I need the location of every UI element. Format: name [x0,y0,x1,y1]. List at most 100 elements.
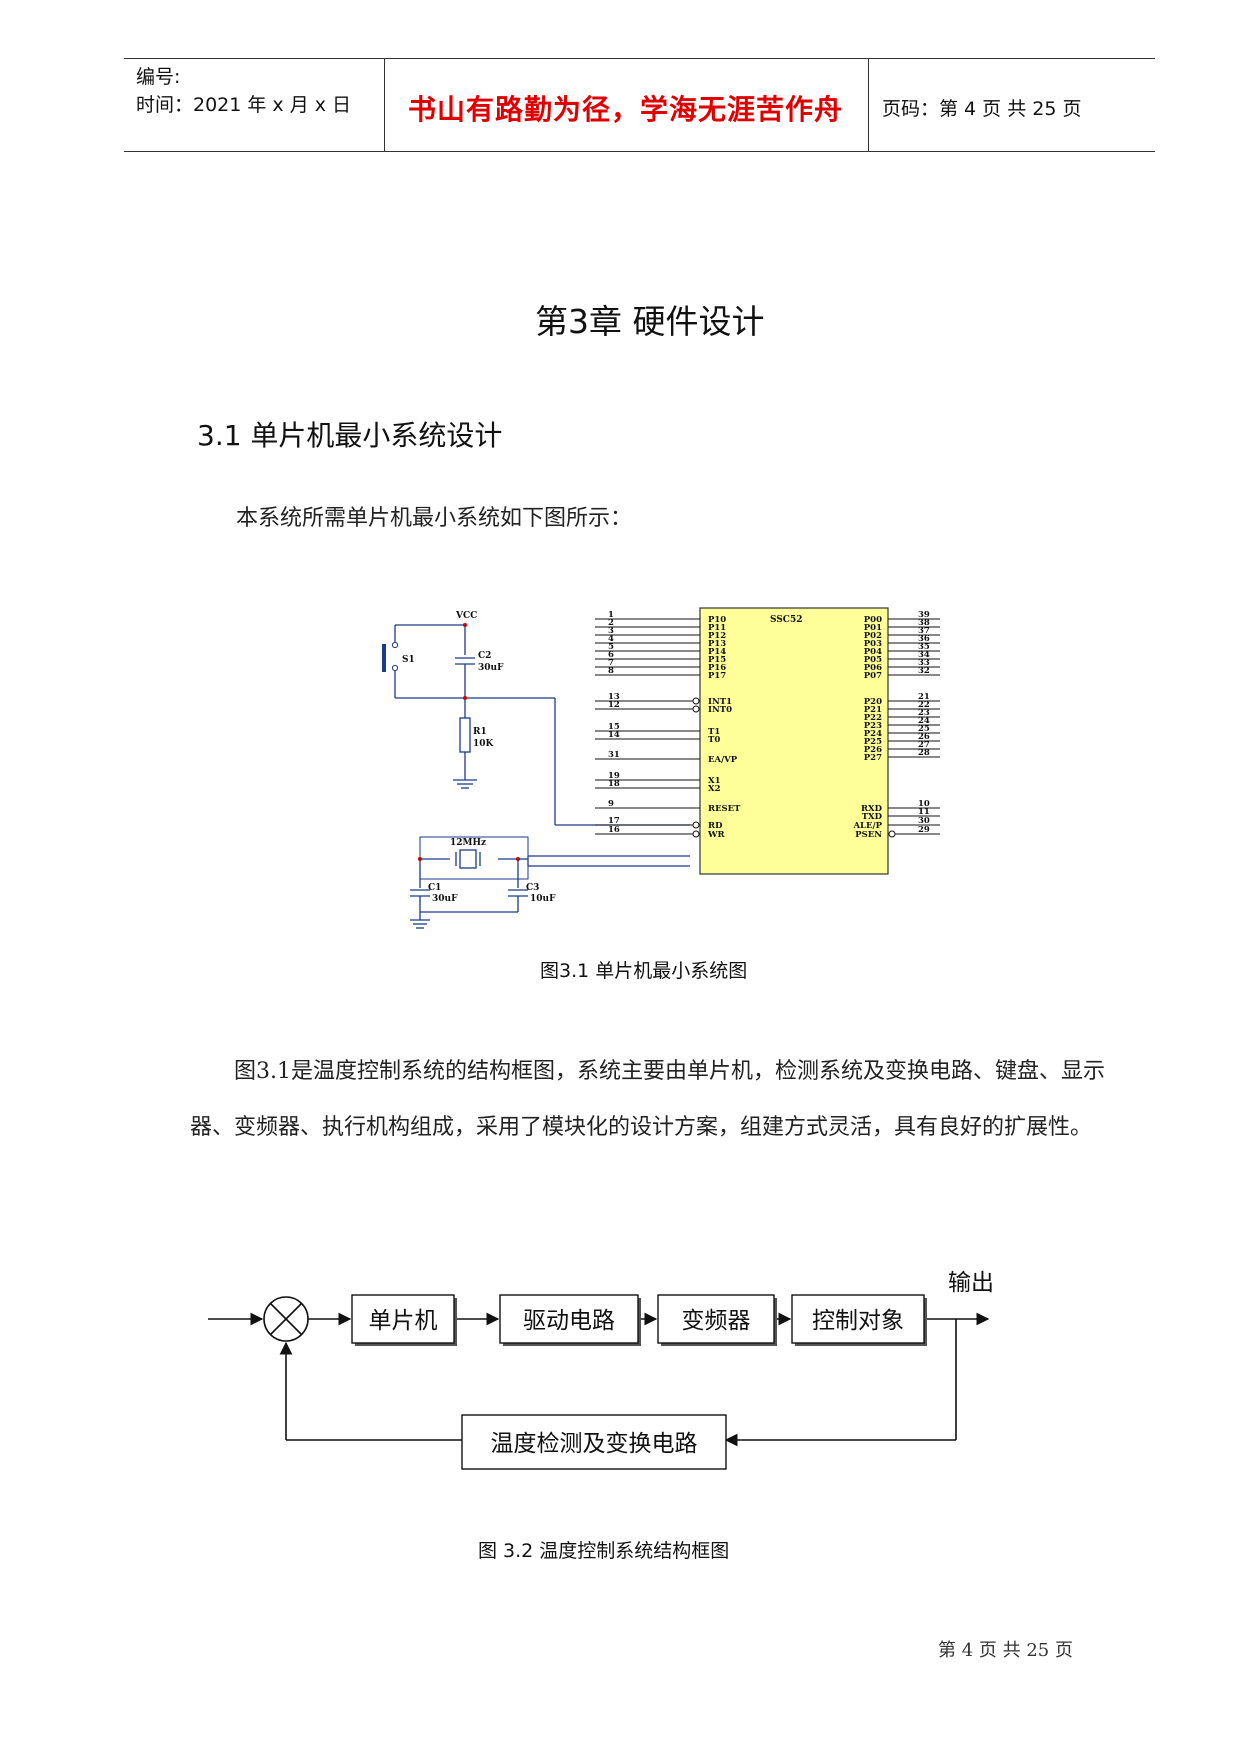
section-title: 3.1 单片机最小系统设计 [197,419,503,452]
pin-number: 16 [608,825,620,835]
block-driver [499,1294,639,1344]
pin-bubble [692,705,700,713]
pin-name: TXD [862,812,883,822]
pin-name: P20 [864,697,882,707]
pin-number: 13 [608,692,620,702]
pin-number: 17 [608,816,620,826]
block-mcu [351,1294,455,1344]
pin-name: P01 [864,623,882,633]
output-label: 输出 [948,1270,994,1296]
pin-number: 10 [918,799,930,809]
pin-number: 5 [608,642,614,652]
pin-name: P21 [864,705,882,715]
pin-name: WR [707,830,726,840]
page-footer: 第 4 页 共 25 页 [938,1640,1073,1661]
pin-name: P07 [864,671,882,681]
pin-name: P16 [708,663,726,673]
pin-number: 26 [918,732,930,742]
c3-label: C3 [526,883,539,893]
header-divider-1 [384,58,385,152]
pin-bubble [692,821,700,829]
pin-number: 25 [918,724,930,734]
figure2-caption: 图 3.2 温度控制系统结构框图 [478,1540,730,1562]
pin-bubble [692,697,700,705]
pin-number: 22 [918,700,930,710]
block-feedback [461,1414,727,1470]
figure1-caption: 图3.1 单片机最小系统图 [540,960,748,982]
pin-name: P26 [864,745,882,755]
switch-label: S1 [402,655,415,665]
pin-number: 32 [918,666,930,676]
header-bottom-rule [124,151,1155,152]
pin-number: 31 [608,750,620,760]
header-motto: 书山有路勤为径，学海无涯苦作舟 [408,93,844,126]
pin-number: 8 [608,666,614,676]
pin-number: 36 [918,634,930,644]
block-driver-label: 驱动电路 [523,1308,615,1334]
pin-name: P00 [864,615,882,625]
block-inverter-label: 变频器 [682,1308,751,1334]
pin-name: RESET [708,804,741,814]
pin-name: P04 [864,647,882,657]
header-divider-2 [868,58,869,152]
block-feedback-label: 温度检测及变换电路 [491,1431,698,1457]
pin-name: P17 [708,671,726,681]
pin-name: P10 [708,615,726,625]
pin-name: P24 [864,729,882,739]
pin-number: 19 [608,771,620,781]
pin-number: 6 [608,650,614,660]
chapter-title: 第3章 硬件设计 [535,302,765,341]
pin-name: X2 [708,784,721,794]
pin-name: P25 [864,737,882,747]
pin-name: P12 [708,631,726,641]
pin-number: 30 [918,816,930,826]
pin-number: 39 [918,610,930,620]
pin-name: P06 [864,663,882,673]
pin-name: P14 [708,647,726,657]
pin-number: 28 [918,748,930,758]
r1-value: 10K [473,739,495,749]
control-block-diagram: 单片机 驱动电路 变频器 控制对象 温度检测及变换电路 输出 [208,1270,994,1470]
pin-number: 4 [608,634,614,644]
pin-name: ALE/P [852,821,882,831]
pin-number: 33 [918,658,930,668]
pin-number: 38 [918,618,930,628]
pin-name: EA/VP [708,755,738,765]
block-mcu-label: 单片机 [369,1308,438,1334]
mcu-chip [699,607,889,875]
pin-name: P03 [864,639,882,649]
pin-name: P23 [864,721,882,731]
pin-name: P27 [864,753,882,763]
pin-name: P02 [864,631,882,641]
crystal-label: 12MHz [450,838,486,848]
c2-label: C2 [478,651,491,661]
header-time-label: 时间：2021 年 x 月 x 日 [136,94,352,116]
block-plant [791,1294,925,1344]
pin-name: P22 [864,713,882,723]
c1-label: C1 [428,883,441,893]
pin-bubble [888,830,896,838]
c1-value: 30uF [432,894,458,904]
pin-number: 35 [918,642,930,652]
pin-number: 7 [608,658,614,668]
header-page-info: 页码：第 4 页 共 25 页 [882,98,1082,120]
pin-number: 23 [918,708,930,718]
header-number-label: 编号: [136,66,181,88]
pin-number: 9 [608,799,614,809]
pin-number: 27 [918,740,930,750]
mcu-schematic: VCC S1 C2 30uF R1 10K 12MHz C1 30uF C3 1… [382,607,940,929]
pin-name: INT1 [708,697,732,707]
block-inverter [657,1294,775,1344]
pin-number: 15 [608,722,620,732]
chip-name: SSC52 [770,615,803,625]
pin-name: RD [708,821,723,831]
pin-name: P05 [864,655,882,665]
pin-name: T1 [708,727,720,737]
pin-name: P11 [708,623,726,633]
pin-name: T0 [708,735,720,745]
pin-bubble [692,830,700,838]
pin-number: 37 [918,626,930,636]
pin-name: X1 [708,776,721,786]
pin-name: P13 [708,639,726,649]
header-top-rule [124,58,1155,59]
